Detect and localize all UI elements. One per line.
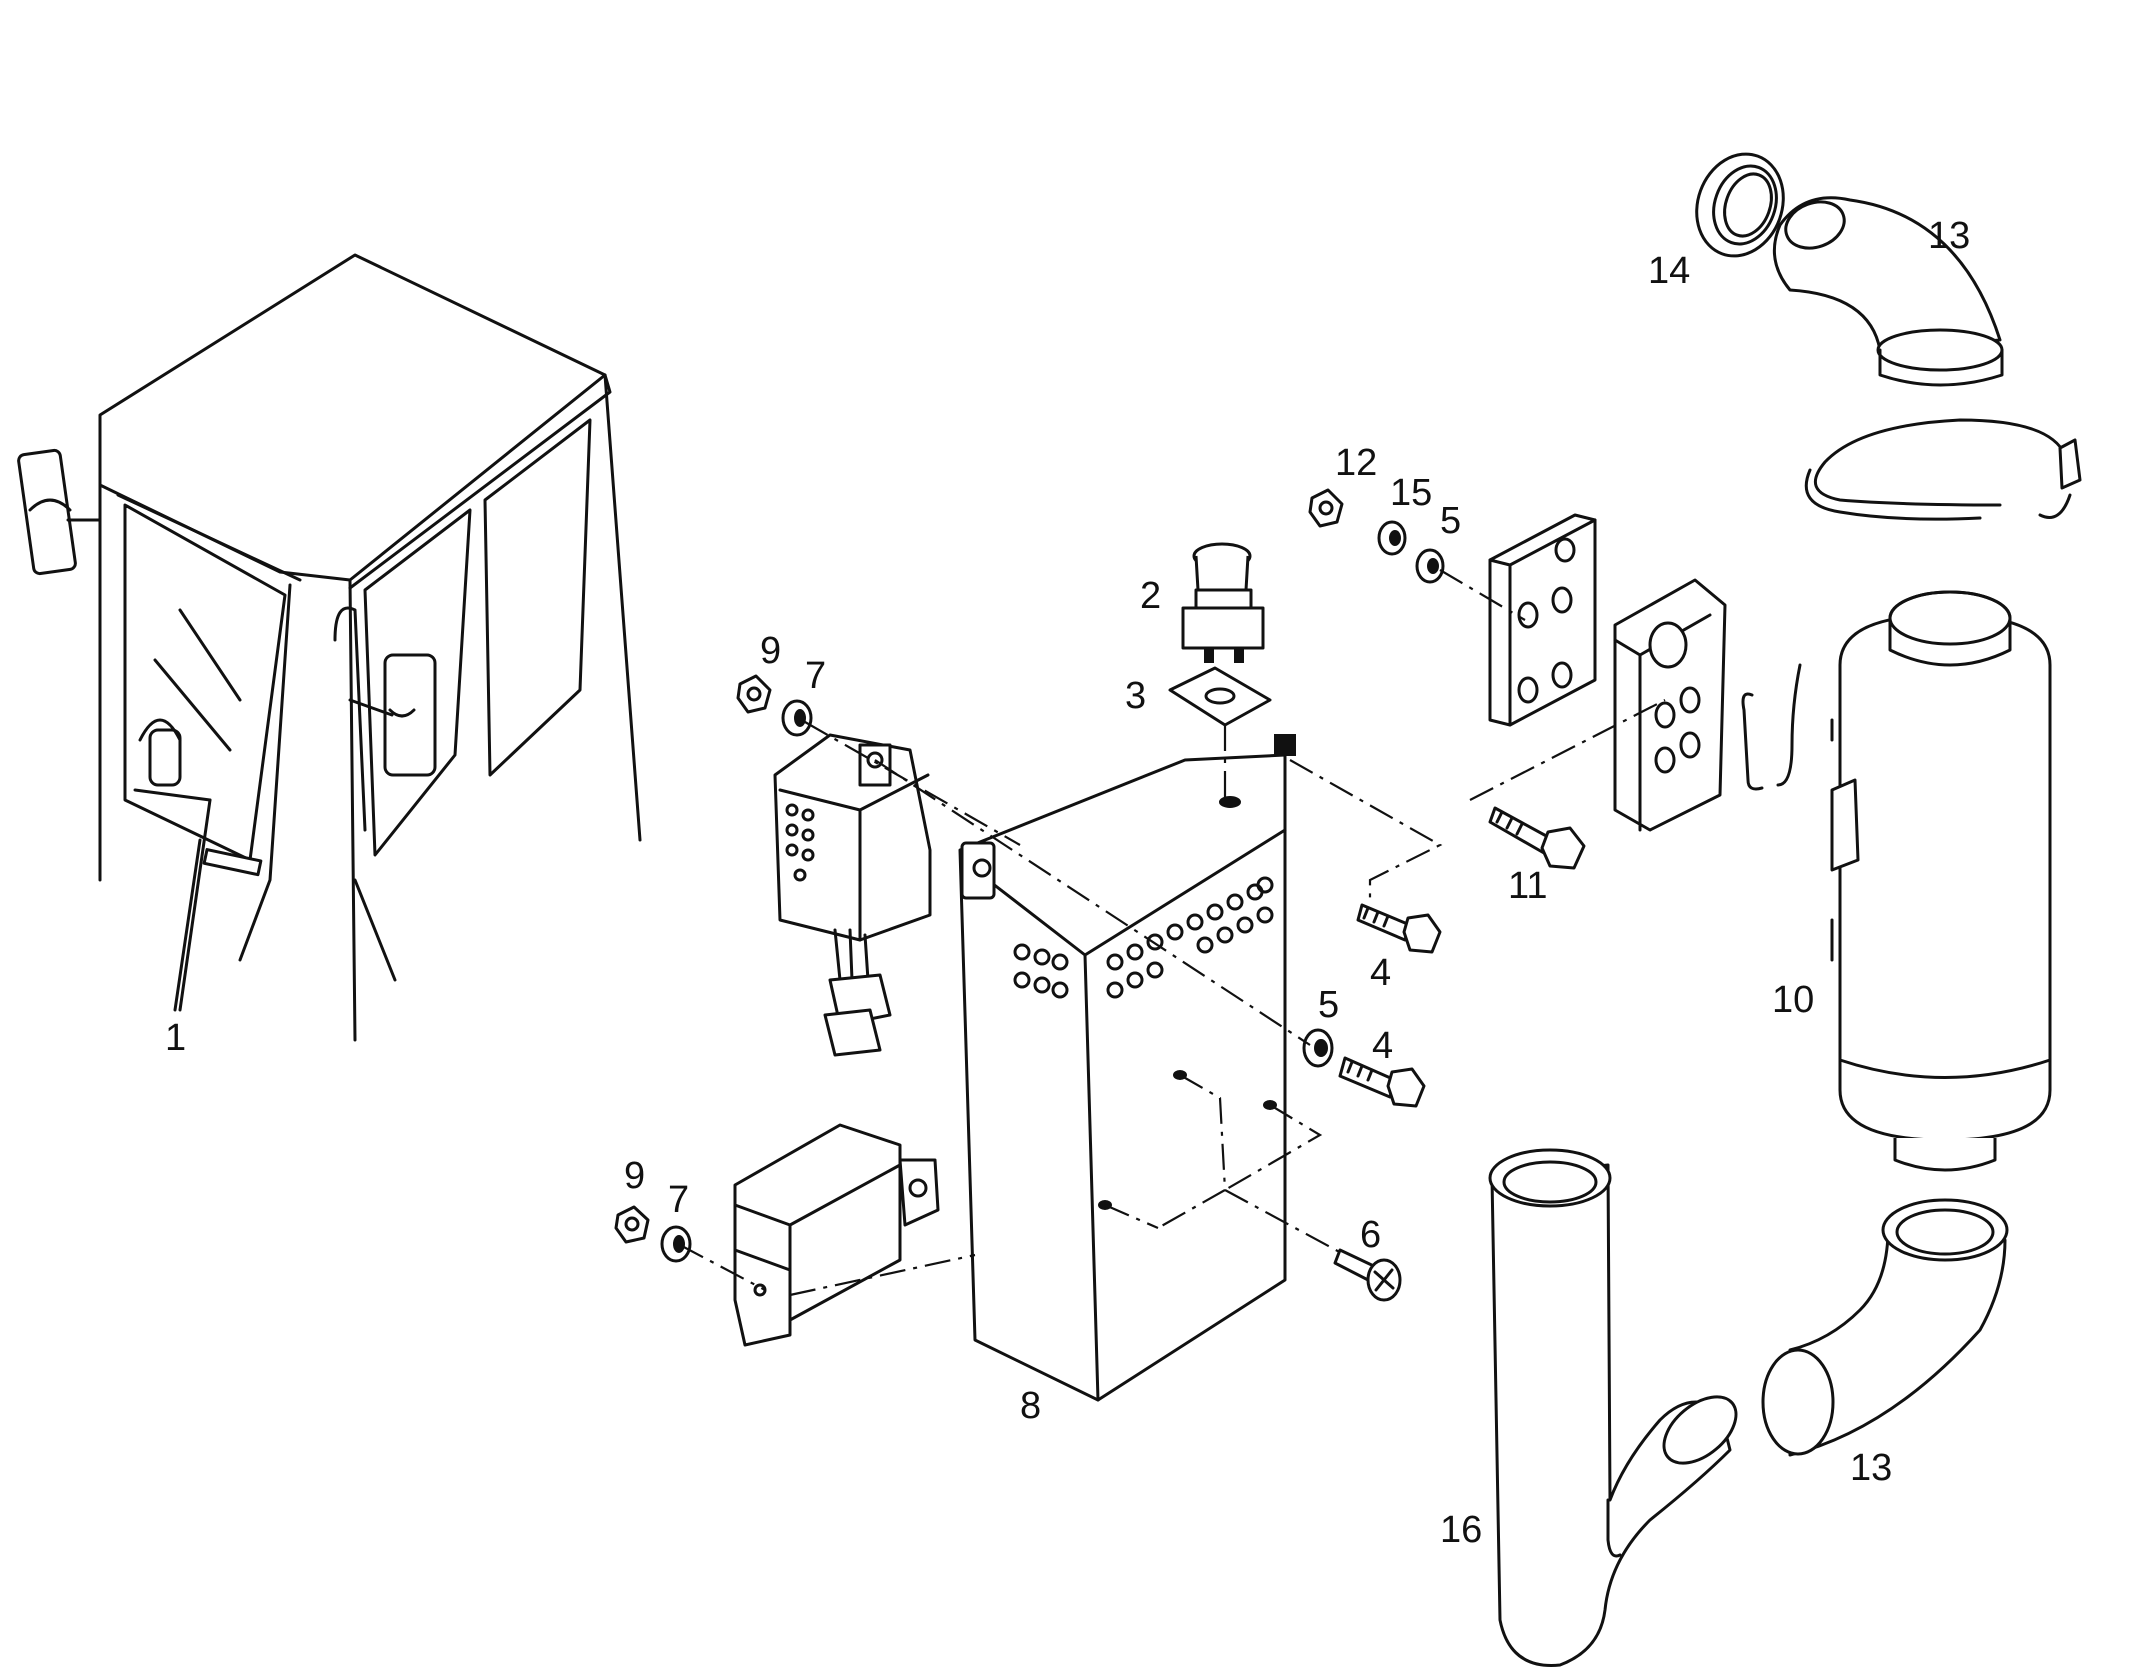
callout-14: 14 <box>1648 250 1690 292</box>
control-module <box>733 1123 940 1347</box>
mounting-plate <box>1488 513 1597 727</box>
callout-8: 8 <box>1020 1385 1041 1427</box>
bolt-11 <box>1488 806 1586 870</box>
bracket <box>1613 578 1802 832</box>
callout-10: 10 <box>1772 979 1814 1021</box>
callout-16: 16 <box>1440 1509 1482 1551</box>
nut-9-upper <box>736 674 772 714</box>
washer-5-upper <box>1415 548 1445 584</box>
callout-7-lower: 7 <box>668 1179 689 1221</box>
callout-5-lower: 5 <box>1318 984 1339 1026</box>
washer-7-upper <box>781 699 813 737</box>
washer-15 <box>1377 520 1407 556</box>
callout-1: 1 <box>165 1017 186 1059</box>
hose-clamp <box>1804 418 2082 521</box>
callout-5-upper: 5 <box>1440 500 1461 542</box>
callout-11: 11 <box>1508 865 1547 907</box>
grommet-14 <box>1695 152 1785 258</box>
callout-9-lower: 9 <box>624 1155 645 1197</box>
elbow-duct-13-upper <box>1772 196 2004 387</box>
callout-13-lower: 13 <box>1850 1447 1892 1489</box>
elbow-duct-13-lower <box>1761 1198 2009 1457</box>
callout-6: 6 <box>1360 1214 1381 1256</box>
callout-13-upper: 13 <box>1928 215 1970 257</box>
callout-4-lower: 4 <box>1372 1025 1393 1067</box>
bolt-4-upper <box>1356 903 1442 954</box>
callout-3: 3 <box>1125 675 1146 717</box>
heater-unit <box>1830 590 2052 1172</box>
rotary-switch <box>1181 542 1265 663</box>
washer-7-lower <box>660 1225 692 1263</box>
callout-15: 15 <box>1390 472 1432 514</box>
callout-2: 2 <box>1140 575 1161 617</box>
callout-4-upper: 4 <box>1370 952 1391 994</box>
screw-6 <box>1333 1248 1402 1302</box>
y-duct-16 <box>1488 1148 1738 1667</box>
bolt-4-lower <box>1338 1056 1426 1108</box>
cab-illustration <box>17 253 642 1042</box>
callout-7-upper: 7 <box>805 655 826 697</box>
nut-9-lower <box>614 1205 650 1244</box>
callout-9-upper: 9 <box>760 630 781 672</box>
assembly-leader-lines <box>679 569 1666 1297</box>
heater-housing <box>958 734 1296 1402</box>
relay-module <box>773 733 932 1057</box>
callout-12: 12 <box>1335 442 1377 484</box>
washer-5-lower <box>1302 1028 1334 1068</box>
gasket-plate <box>1168 666 1272 727</box>
nut-12 <box>1308 488 1344 528</box>
